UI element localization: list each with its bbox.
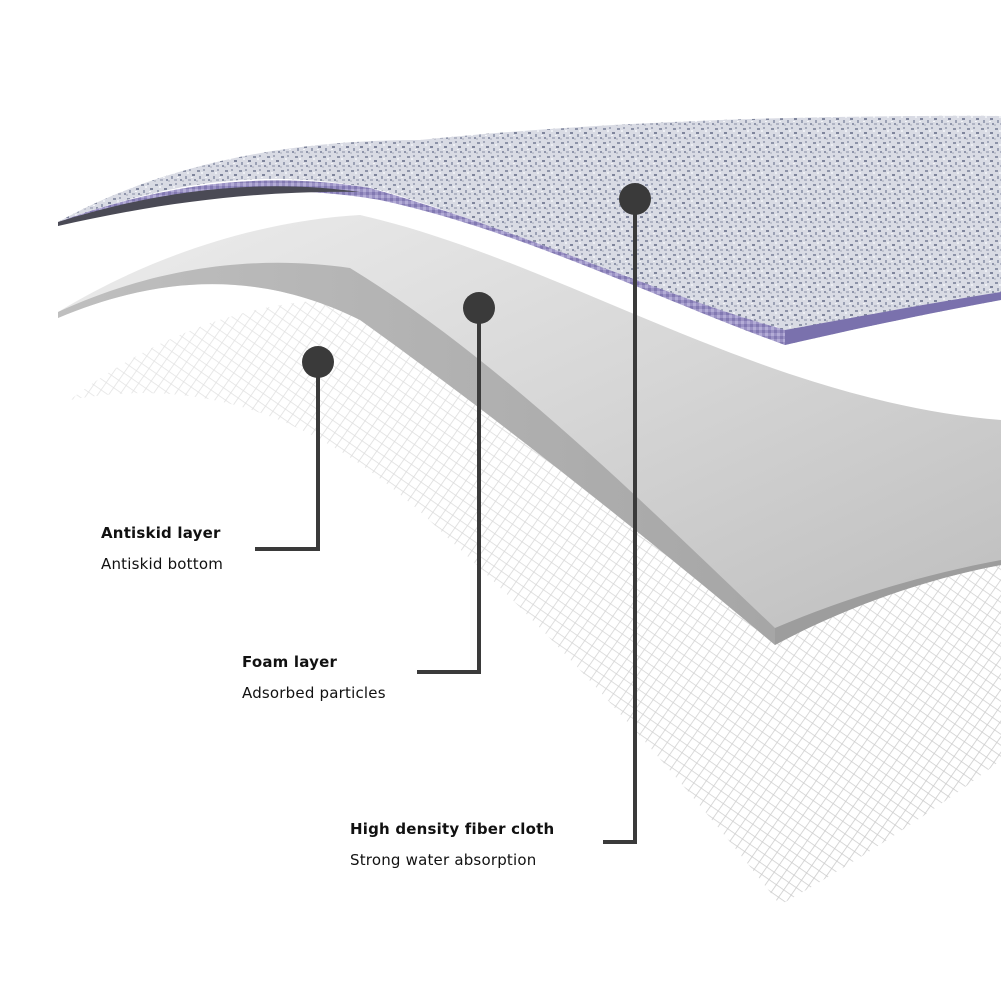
antiskid-label: Antiskid layer Antiskid bottom xyxy=(101,523,223,574)
foam-layer-shape xyxy=(58,215,1001,645)
foam-title: Foam layer xyxy=(242,653,338,671)
foam-leader xyxy=(417,292,495,674)
antiskid-subtitle: Antiskid bottom xyxy=(101,555,224,573)
fiber-cloth-shape xyxy=(58,115,1001,345)
fiber-subtitle: Strong water absorption xyxy=(350,851,537,869)
fiber-leader xyxy=(603,183,651,844)
fiber-callout-dot xyxy=(619,183,651,215)
foam-callout-dot xyxy=(463,292,495,324)
foam-label: Foam layer Adsorbed particles xyxy=(242,652,386,703)
antiskid-leader xyxy=(255,346,334,551)
fiber-label: High density fiber cloth Strong water ab… xyxy=(350,819,554,870)
antiskid-layer-shape xyxy=(70,300,1001,905)
antiskid-title: Antiskid layer xyxy=(101,524,221,542)
fiber-title: High density fiber cloth xyxy=(350,820,555,838)
foam-subtitle: Adsorbed particles xyxy=(242,684,386,702)
antiskid-callout-dot xyxy=(302,346,334,378)
